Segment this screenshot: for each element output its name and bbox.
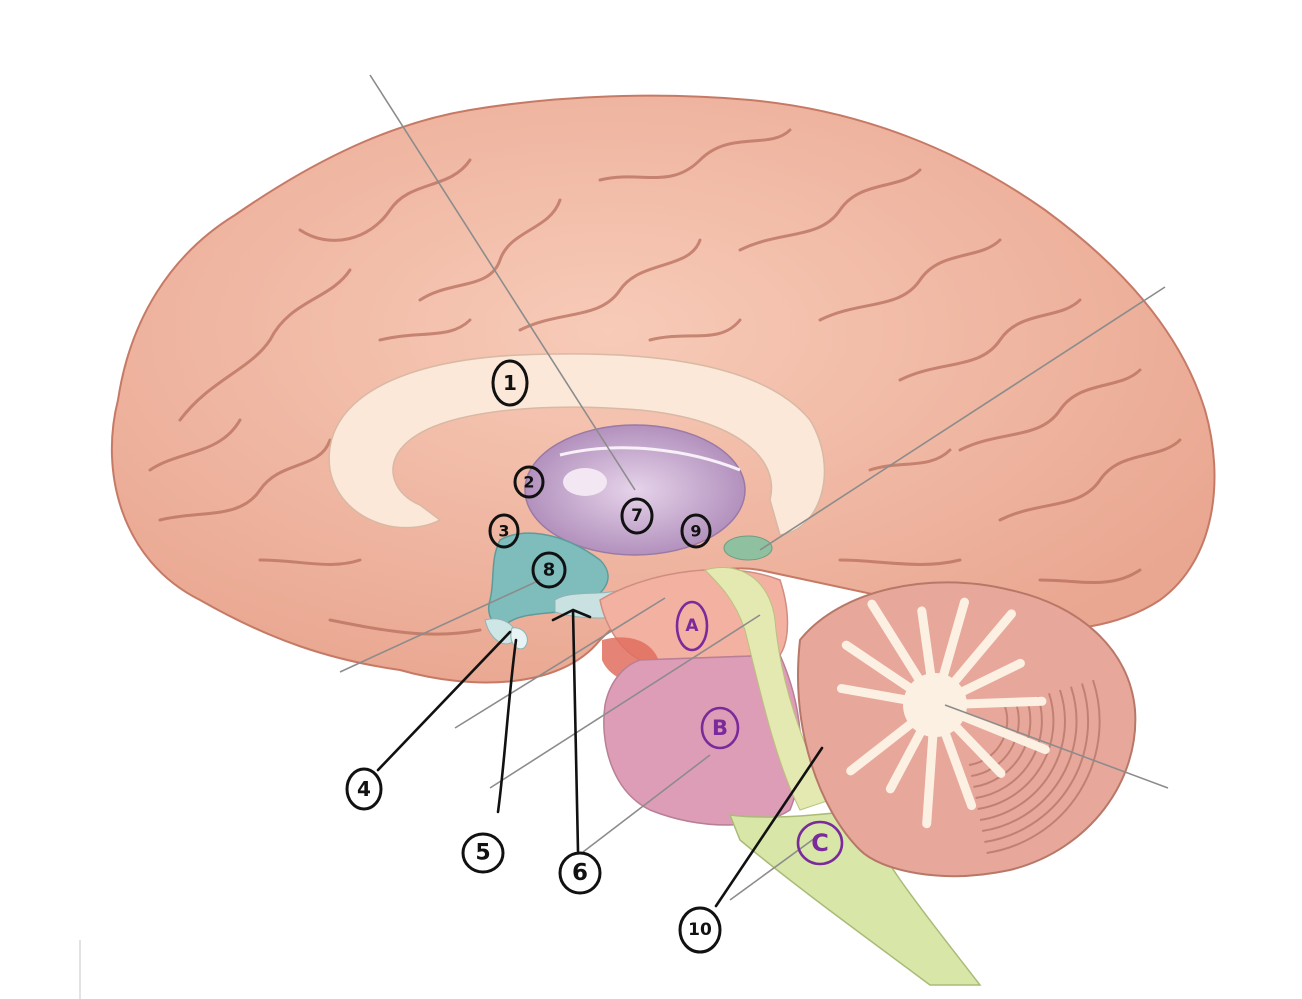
label-8: 8 bbox=[531, 551, 567, 589]
leader-lines bbox=[339, 74, 1169, 901]
gyri-sulci bbox=[148, 128, 1182, 636]
label-5: 5 bbox=[461, 832, 505, 874]
sulcus-line bbox=[298, 158, 472, 242]
label-text: 5 bbox=[475, 841, 490, 866]
folium-arc bbox=[986, 679, 1101, 854]
folium-arc bbox=[975, 696, 1043, 799]
hand-leader-4 bbox=[376, 630, 512, 772]
label-2: 2 bbox=[513, 465, 545, 499]
label-text: 8 bbox=[543, 560, 556, 581]
purple-label-circle bbox=[796, 820, 844, 866]
purple-label-circle bbox=[700, 706, 740, 750]
label-circle bbox=[513, 465, 545, 499]
folium-arc bbox=[979, 689, 1066, 821]
stria-medullaris bbox=[559, 446, 741, 472]
label-text: 7 bbox=[631, 506, 643, 526]
corpus-callosum bbox=[328, 353, 826, 536]
folium-arc bbox=[968, 706, 1009, 766]
label-10: 10 bbox=[678, 906, 722, 954]
cerebellum bbox=[797, 581, 1137, 878]
label-text: 1 bbox=[503, 371, 517, 395]
label-circle bbox=[678, 906, 722, 954]
sulcus-line bbox=[1038, 568, 1142, 584]
label-text: 9 bbox=[690, 522, 701, 541]
interthalamic-adhesion bbox=[563, 468, 607, 496]
purple-label-circle bbox=[675, 600, 709, 652]
label-circle bbox=[620, 497, 654, 535]
sulcus-line bbox=[898, 298, 1082, 382]
hand-leaders bbox=[376, 608, 824, 908]
folium-arc bbox=[973, 699, 1032, 788]
hand-leader-10 bbox=[714, 746, 824, 908]
label-text: 6 bbox=[572, 860, 588, 886]
label-circle bbox=[680, 513, 712, 549]
leader-line-pineal bbox=[759, 286, 1166, 551]
label-4: 4 bbox=[345, 767, 383, 811]
leader-line-peduncle bbox=[454, 597, 666, 729]
label-1: 1 bbox=[491, 359, 529, 407]
purple-label-B: B bbox=[700, 706, 740, 750]
folium-arc bbox=[971, 702, 1020, 777]
label-circle bbox=[345, 767, 383, 811]
label-circle bbox=[461, 832, 505, 874]
purple-letter-labels: A B C bbox=[675, 600, 844, 866]
sulcus-line bbox=[598, 128, 792, 182]
folium-arc bbox=[982, 686, 1078, 832]
purple-label-text: C bbox=[811, 829, 829, 857]
sulcus-line bbox=[958, 368, 1142, 452]
sulcus-line bbox=[818, 238, 1002, 322]
label-text: 2 bbox=[523, 473, 534, 492]
sulcus-line bbox=[418, 198, 562, 302]
purple-label-C: C bbox=[796, 820, 844, 866]
label-7: 7 bbox=[620, 497, 654, 535]
sulcus-line bbox=[378, 318, 472, 342]
leader-line-medulla bbox=[729, 837, 816, 901]
label-circle bbox=[531, 551, 567, 589]
arbor-vitae-core bbox=[903, 673, 967, 737]
purple-label-A: A bbox=[675, 600, 709, 652]
leader-line-hypothalamus bbox=[339, 579, 541, 673]
leader-line-midbrain bbox=[489, 614, 761, 789]
folium-arc bbox=[977, 692, 1055, 810]
sulcus-line bbox=[998, 438, 1182, 522]
sulcus-line bbox=[738, 168, 922, 252]
purple-label-text: B bbox=[712, 716, 728, 740]
label-9: 9 bbox=[680, 513, 712, 549]
folium-arc bbox=[984, 683, 1090, 843]
label-circle bbox=[558, 851, 602, 895]
sulcus-line bbox=[868, 448, 952, 472]
label-3: 3 bbox=[488, 513, 520, 549]
leader-line-arbor-vitae bbox=[944, 704, 1169, 789]
hand-leader-5 bbox=[496, 638, 518, 814]
label-text: 3 bbox=[498, 522, 509, 541]
arbor-vitae bbox=[836, 597, 1050, 829]
sulcus-line bbox=[258, 558, 362, 566]
pineal-gland bbox=[723, 535, 773, 561]
label-circle bbox=[488, 513, 520, 549]
black-number-labels: 1 2 3 4 5 6 7 8 9 10 bbox=[345, 359, 722, 954]
purple-label-text: A bbox=[685, 616, 699, 636]
sulcus-line bbox=[518, 238, 702, 332]
leader-line-7 bbox=[369, 74, 636, 491]
label-text: 10 bbox=[688, 920, 712, 940]
label-circle bbox=[491, 359, 529, 407]
sulcus-line bbox=[328, 618, 482, 636]
sulcus-line bbox=[148, 418, 242, 472]
cerebellar-folia bbox=[968, 679, 1101, 854]
sulcus-line bbox=[648, 318, 742, 342]
label-6: 6 bbox=[558, 851, 602, 895]
leader-line-pons bbox=[582, 754, 711, 853]
sulcus-line bbox=[158, 438, 332, 522]
label-text: 4 bbox=[357, 777, 371, 801]
sulcus-line bbox=[838, 558, 962, 566]
hand-leader-6 bbox=[551, 608, 592, 853]
sulcus-line bbox=[178, 268, 352, 422]
